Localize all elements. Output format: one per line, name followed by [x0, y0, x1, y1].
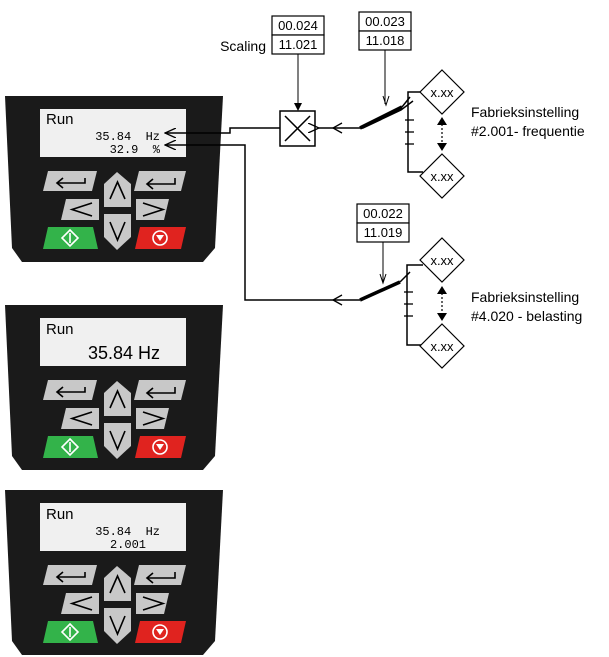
lcd-line-1: 35.84 Hz — [95, 525, 160, 539]
lcd-status: Run — [46, 111, 74, 128]
scaling-block: Scaling 00.024 11.021 — [220, 15, 325, 147]
stop-button[interactable] — [135, 436, 186, 458]
lcd-line-2: 2.001 — [110, 538, 146, 552]
enter-button[interactable] — [134, 380, 186, 400]
right-button[interactable] — [136, 593, 169, 614]
lcd-status: Run — [46, 506, 74, 523]
selector-bottom: 00.022 11.019 x.xx x.xx Fabrieksinstelli… — [330, 203, 582, 369]
selector-top-option-upper: x.xx — [430, 85, 454, 100]
scaling-param-bottom: 11.021 — [279, 37, 318, 52]
right-button[interactable] — [136, 408, 169, 429]
up-button[interactable] — [104, 172, 131, 207]
keypad-1: Run 35.84 Hz 32.9 % — [5, 96, 223, 262]
right-icon — [142, 202, 166, 217]
option-diamond — [419, 153, 465, 199]
left-button[interactable] — [61, 199, 99, 220]
lcd-status: Run — [46, 321, 74, 338]
escape-button[interactable] — [43, 565, 97, 585]
enter-arrow-icon — [148, 572, 176, 579]
back-arrow-icon — [58, 387, 86, 393]
stop-button[interactable] — [135, 621, 186, 643]
down-button[interactable] — [104, 423, 131, 459]
right-icon — [142, 596, 166, 611]
start-button[interactable] — [43, 436, 98, 458]
down-button[interactable] — [104, 214, 131, 250]
start-button[interactable] — [43, 227, 98, 249]
option-diamond — [419, 69, 465, 115]
switch-contact — [359, 105, 403, 130]
back-arrow-icon — [58, 572, 86, 578]
enter-button[interactable] — [134, 565, 186, 585]
up-button[interactable] — [104, 566, 131, 601]
selector-top-param-bottom: 11.018 — [366, 33, 405, 48]
selector-bottom-option-lower: x.xx — [430, 339, 454, 354]
left-icon — [69, 596, 93, 611]
up-icon — [109, 180, 126, 200]
lcd-screen — [40, 318, 186, 366]
lcd-line-1: 35.84 Hz — [95, 130, 160, 144]
multiply-icon — [284, 115, 311, 142]
selector-bottom-default-2: #4.020 - belasting — [471, 308, 582, 324]
enter-arrow-icon — [148, 178, 176, 185]
start-icon — [60, 228, 80, 248]
selector-top-default-1: Fabrieksinstelling — [471, 104, 579, 120]
up-icon — [109, 389, 126, 409]
selector-top: 00.023 11.018 x.xx x.xx Fabrieksinstelli… — [319, 11, 585, 199]
stop-button[interactable] — [135, 227, 186, 249]
start-icon — [60, 437, 80, 457]
scaling-param-top: 00.024 — [278, 18, 318, 33]
escape-button[interactable] — [43, 380, 97, 400]
left-button[interactable] — [61, 593, 99, 614]
enter-button[interactable] — [134, 171, 186, 191]
option-diamond — [419, 237, 465, 283]
selector-bottom-option-upper: x.xx — [430, 253, 454, 268]
selector-bottom-param-bottom: 11.019 — [364, 225, 403, 240]
lcd-line-1: 35.84 Hz — [88, 343, 160, 363]
escape-button[interactable] — [43, 171, 97, 191]
down-icon — [109, 615, 126, 637]
start-icon — [60, 622, 80, 642]
keypad-3: Run 35.84 Hz 2.001 — [5, 490, 223, 655]
down-icon — [109, 430, 126, 452]
back-arrow-icon — [58, 178, 86, 184]
lcd-line-2: 32.9 % — [110, 143, 161, 157]
right-icon — [142, 411, 166, 426]
stop-icon — [152, 624, 168, 640]
down-icon — [109, 221, 126, 243]
selector-top-option-lower: x.xx — [430, 169, 454, 184]
selector-bottom-default-1: Fabrieksinstelling — [471, 289, 579, 305]
stop-icon — [152, 230, 168, 246]
selector-top-default-2: #2.001- frequentie — [471, 123, 585, 139]
scaling-label: Scaling — [220, 38, 266, 54]
enter-arrow-icon — [148, 387, 176, 394]
lcd-screen — [40, 503, 186, 551]
up-button[interactable] — [104, 381, 131, 416]
selector-bottom-param-top: 00.022 — [363, 206, 403, 221]
left-button[interactable] — [61, 408, 99, 429]
signal-lines — [165, 127, 330, 301]
option-diamond — [419, 323, 465, 369]
keypad-2: Run 35.84 Hz — [5, 305, 223, 470]
down-button[interactable] — [104, 608, 131, 644]
start-button[interactable] — [43, 621, 98, 643]
left-icon — [69, 202, 93, 217]
selector-top-param-top: 00.023 — [365, 14, 405, 29]
stop-icon — [152, 439, 168, 455]
lcd-screen — [40, 109, 186, 157]
left-icon — [69, 411, 93, 426]
right-button[interactable] — [136, 199, 169, 220]
up-icon — [109, 574, 126, 594]
switch-contact — [359, 280, 401, 302]
